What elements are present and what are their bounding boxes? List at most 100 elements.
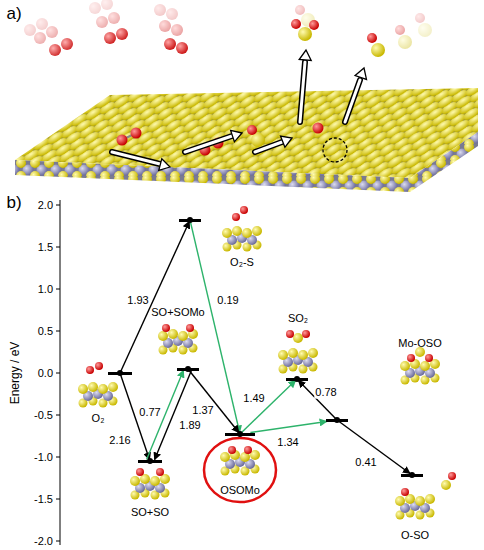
path-arrows-part bbox=[112, 152, 160, 164]
incoming-o2-part bbox=[89, 0, 113, 14]
incoming-o2-part-part bbox=[34, 32, 46, 44]
mos2-slab-part bbox=[15, 160, 410, 192]
structure-thumbnails-part bbox=[286, 330, 294, 338]
desorbing-molecules-part-part bbox=[295, 5, 305, 15]
energy-axis-part bbox=[56, 247, 60, 248]
incoming-o2-part bbox=[164, 38, 188, 54]
incoming-o2 bbox=[24, 0, 188, 56]
path-arrows-part bbox=[185, 136, 232, 152]
energy-level: O₂-S bbox=[179, 219, 201, 222]
desorbing-molecules-part-part bbox=[398, 35, 412, 49]
path-arrows bbox=[112, 50, 367, 170]
level-dot bbox=[237, 431, 243, 437]
energy-level: O-SO bbox=[401, 474, 423, 477]
barrier-value: 0.78 bbox=[314, 386, 337, 399]
adsorbed-oxygen-part bbox=[131, 128, 142, 139]
barrier-value: 1.37 bbox=[191, 404, 214, 417]
tick-label: -2.0 bbox=[34, 535, 53, 548]
tick-label: 1.5 bbox=[38, 241, 53, 254]
incoming-o2-part-part bbox=[164, 38, 176, 50]
structure-thumbnails-part bbox=[401, 488, 409, 496]
energy-level: SO+SOMo bbox=[177, 368, 199, 371]
path-arrows-part bbox=[159, 159, 170, 171]
state-label: SO+SO bbox=[131, 506, 169, 519]
incoming-o2-part-part bbox=[171, 24, 183, 36]
level-dot bbox=[334, 417, 340, 423]
structure-thumbnails bbox=[78, 206, 456, 520]
incoming-o2-part-part bbox=[116, 28, 128, 40]
tick-label: 0.5 bbox=[38, 325, 53, 338]
incoming-o2-part-part bbox=[104, 32, 116, 44]
state-label: SO+SOMo bbox=[151, 306, 205, 319]
structure-thumbnails-part bbox=[232, 213, 240, 221]
state-label: O₂ bbox=[92, 412, 105, 425]
energy-axis-part bbox=[56, 205, 60, 206]
energy-level: SO₂ bbox=[286, 378, 308, 381]
transition-arrow bbox=[242, 381, 296, 433]
state-label: O₂-S bbox=[230, 256, 254, 269]
energy-level: Mo-OSO bbox=[326, 419, 348, 422]
state-label: SO₂ bbox=[288, 312, 308, 325]
incoming-o2-part-part bbox=[49, 44, 61, 56]
transition-arrow bbox=[250, 422, 326, 433]
barrier-value: 1.89 bbox=[178, 419, 201, 432]
state-label: Mo-OSO bbox=[398, 337, 441, 350]
structure-thumbnails-part bbox=[95, 362, 103, 370]
transition-arrow bbox=[121, 222, 190, 372]
energy-axis-part bbox=[56, 541, 60, 542]
path-arrows-part bbox=[300, 62, 305, 122]
tick-label: -0.5 bbox=[34, 409, 53, 422]
desorbing-molecules-part bbox=[371, 43, 385, 57]
incoming-o2-part-part bbox=[166, 8, 178, 20]
level-dot bbox=[117, 370, 123, 376]
tick-label: 0.0 bbox=[38, 367, 53, 380]
energy-axis-part bbox=[56, 289, 60, 290]
structure-thumbnails-part bbox=[130, 474, 170, 500]
state-label: OSOMo bbox=[220, 484, 260, 497]
structure-thumbnails-part bbox=[204, 438, 276, 502]
structure-thumbnails-part bbox=[186, 324, 194, 332]
path-arrows-part bbox=[300, 62, 305, 122]
incoming-o2-part-part bbox=[154, 4, 166, 16]
energy-axis-part bbox=[56, 415, 60, 416]
structure-thumbnails-part bbox=[78, 382, 118, 408]
structure-thumbnails-part bbox=[86, 366, 94, 374]
structure-thumbnails-part bbox=[156, 468, 164, 476]
axis-title: Energy / eV bbox=[9, 342, 23, 405]
structure-thumbnails-part bbox=[244, 446, 252, 454]
incoming-o2-part-part bbox=[176, 42, 188, 54]
transition-arrow bbox=[339, 422, 410, 474]
adsorbed-oxygen-part bbox=[251, 133, 265, 147]
incoming-o2-part bbox=[49, 38, 73, 56]
path-arrows-part bbox=[345, 80, 360, 122]
energy-axis-part bbox=[56, 331, 60, 332]
path-arrows-part bbox=[345, 80, 360, 122]
incoming-o2-part-part bbox=[61, 38, 73, 50]
incoming-o2-part bbox=[96, 12, 120, 28]
transition-arrow bbox=[190, 222, 239, 433]
path-arrows-part bbox=[299, 50, 311, 61]
adsorbed-oxygen-part bbox=[117, 135, 128, 146]
path-arrows-part bbox=[281, 136, 293, 147]
path-arrows-part bbox=[355, 68, 366, 79]
path-arrows-part bbox=[255, 142, 282, 152]
incoming-o2-part-part bbox=[101, 0, 113, 10]
desorbing-molecules bbox=[291, 5, 432, 57]
state-label: O-SO bbox=[401, 529, 429, 542]
level-dot bbox=[185, 366, 191, 372]
structure-thumbnails-part bbox=[302, 330, 310, 338]
barrier-value: 0.77 bbox=[138, 406, 161, 419]
desorbing-molecules-part bbox=[415, 13, 432, 37]
barrier-value: 1.49 bbox=[242, 392, 265, 405]
barrier-value: 2.16 bbox=[108, 434, 131, 447]
tick-label: 2.0 bbox=[38, 199, 53, 212]
incoming-o2-part-part bbox=[108, 12, 120, 24]
adsorbed-oxygen bbox=[117, 123, 324, 156]
path-arrows-part bbox=[112, 152, 160, 164]
tick-label: 1.0 bbox=[38, 283, 53, 296]
structure-thumbnails-part bbox=[441, 480, 451, 490]
mos2-slab bbox=[15, 88, 478, 192]
structure-thumbnails-part bbox=[448, 472, 456, 480]
path-arrows-part bbox=[255, 142, 282, 152]
